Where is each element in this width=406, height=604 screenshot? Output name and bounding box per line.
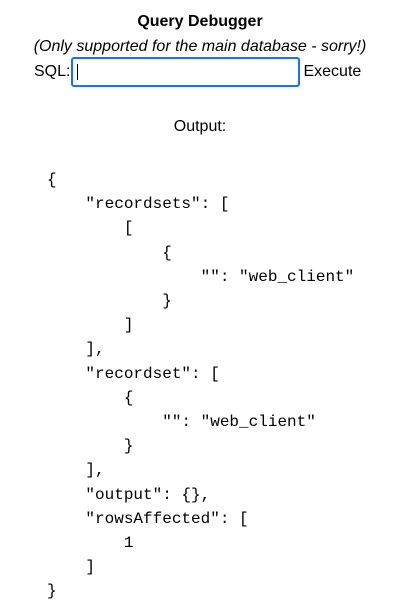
sql-label: SQL:: [34, 63, 71, 80]
query-output: { "recordsets": [ [ { "": "web_client" }…: [47, 171, 355, 601]
sql-input[interactable]: [71, 57, 301, 87]
page-subtitle: (Only supported for the main database - …: [33, 38, 367, 55]
execute-button[interactable]: Execute: [300, 63, 361, 81]
sql-query-row: SQL: Execute: [34, 57, 361, 87]
page-title: Query Debugger: [137, 13, 263, 30]
output-label: Output:: [173, 118, 227, 135]
text-caret: [77, 64, 79, 80]
